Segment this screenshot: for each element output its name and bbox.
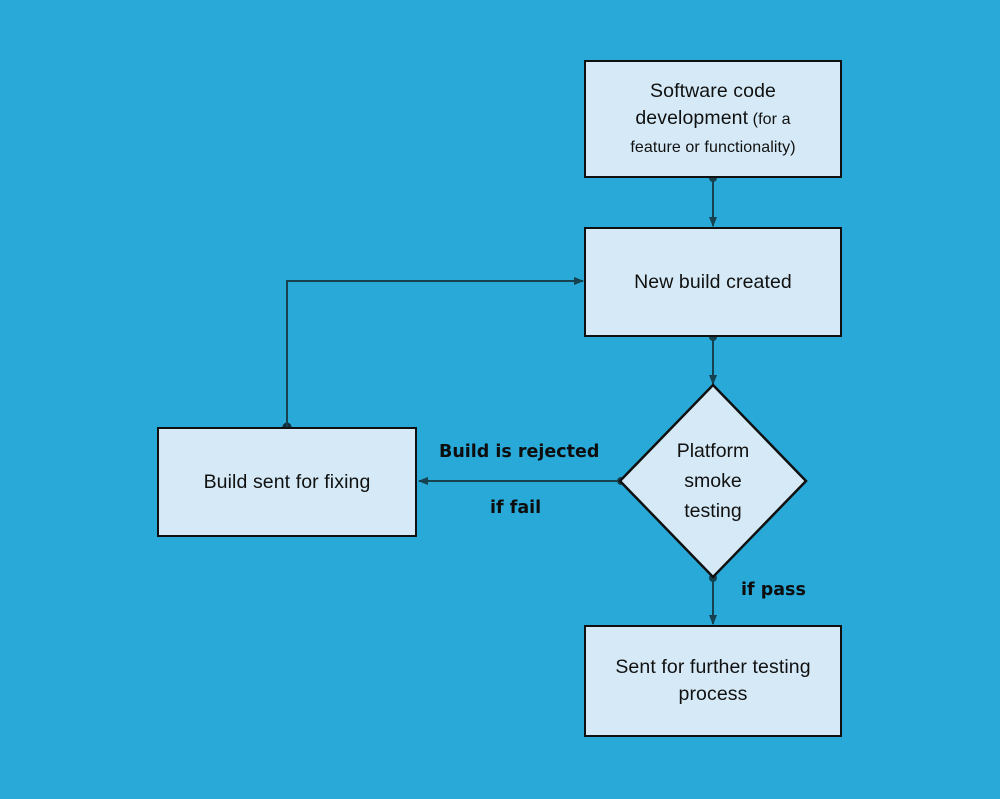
node-further-line2: process bbox=[678, 683, 748, 705]
node-software-code-development[interactable]: Software code development (for a feature… bbox=[584, 60, 842, 178]
node-platform-smoke-testing[interactable]: Platform smoke testing bbox=[618, 383, 808, 579]
diamond-shape bbox=[618, 383, 808, 579]
edge-label-if-fail: if fail bbox=[490, 498, 542, 518]
edge-label-if-pass: if pass bbox=[741, 580, 806, 600]
node-smoke-testing-label: Platform smoke testing bbox=[677, 436, 750, 526]
edge-new-build-to-smoke-testing bbox=[709, 333, 717, 385]
node-smoke-line2: smoke bbox=[684, 470, 742, 492]
edge-smoke-testing-to-build-fixing bbox=[418, 477, 625, 485]
node-further-line1: Sent for further testing bbox=[615, 656, 811, 678]
node-build-sent-for-fixing[interactable]: Build sent for fixing bbox=[157, 427, 417, 537]
node-further-testing-label: Sent for further testing process bbox=[605, 654, 820, 708]
node-new-build-label: New build created bbox=[634, 270, 792, 293]
edge-smoke-testing-to-further-testing bbox=[709, 574, 717, 625]
node-sent-for-further-testing[interactable]: Sent for further testing process bbox=[584, 625, 842, 737]
node-development-line1: Software code bbox=[650, 79, 776, 102]
edge-development-to-new-build bbox=[709, 174, 717, 227]
node-development-note-2: feature or functionality) bbox=[630, 138, 796, 156]
node-new-build-created[interactable]: New build created bbox=[584, 227, 842, 337]
edge-label-build-is-rejected: Build is rejected bbox=[439, 442, 600, 462]
node-smoke-line3: testing bbox=[684, 500, 742, 522]
node-development-label: Software code development (for a feature… bbox=[620, 78, 805, 161]
node-smoke-line1: Platform bbox=[676, 440, 750, 462]
node-development-note-1: (for a bbox=[752, 110, 791, 128]
node-development-line2: development bbox=[635, 106, 749, 129]
edge-build-fixing-to-new-build bbox=[282, 277, 584, 432]
node-build-fixing-label: Build sent for fixing bbox=[203, 470, 371, 493]
